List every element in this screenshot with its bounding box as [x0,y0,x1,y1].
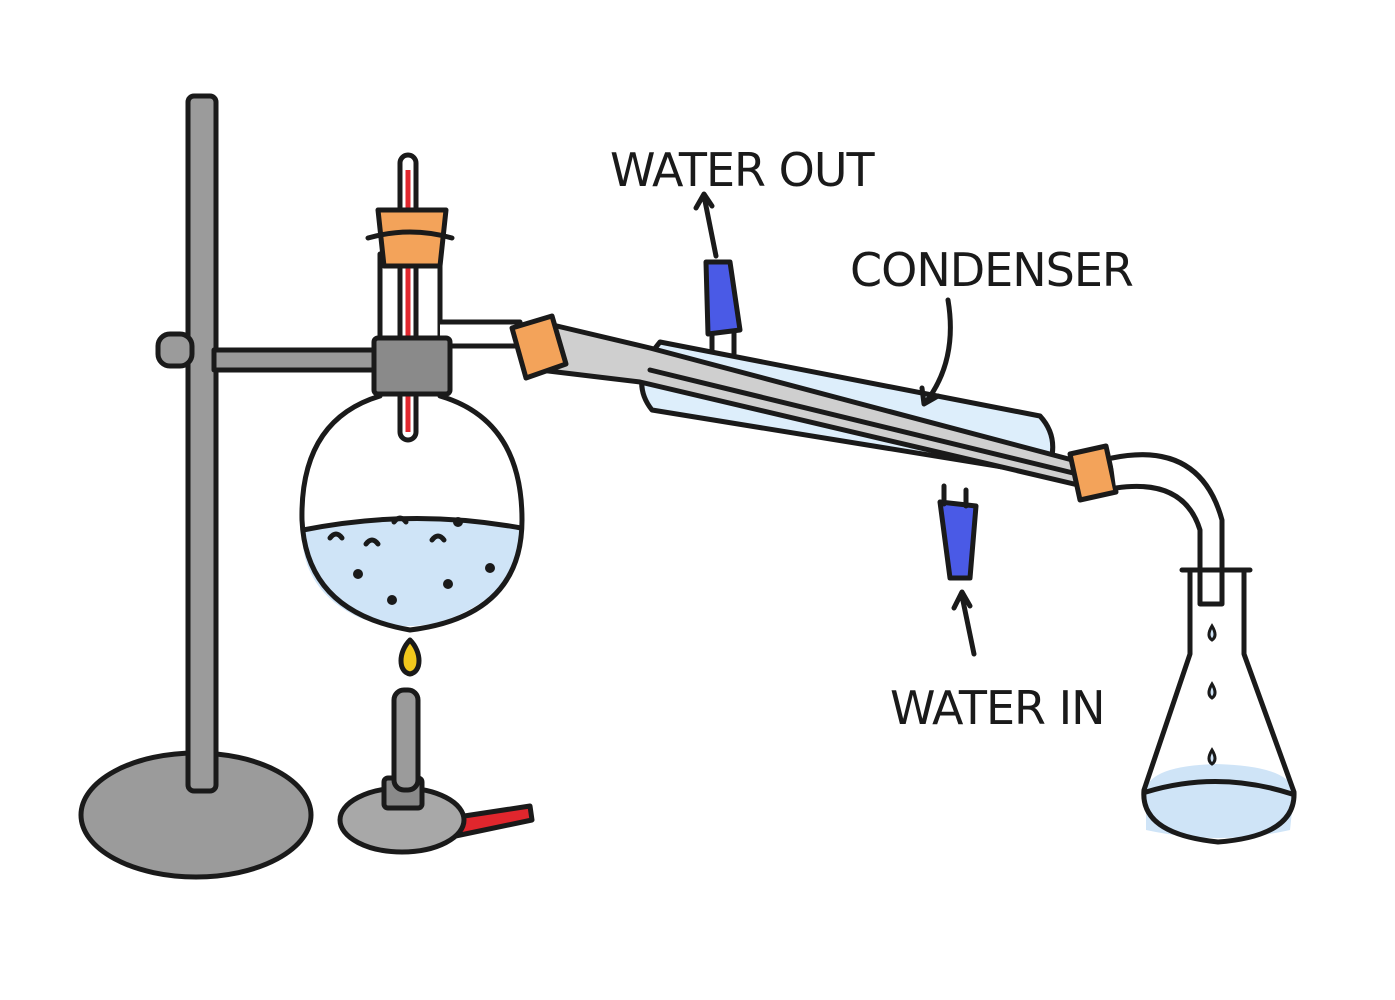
water-out-hose [703,259,743,337]
clamp-arm [211,347,387,373]
boss-head [155,331,195,369]
flame-icon [398,637,422,677]
inner-tube [537,319,1113,495]
neck-clamp [371,335,453,397]
flask-body [299,251,525,633]
liquid-surface [300,515,524,533]
label-water-in: WATER IN [890,681,1105,735]
retort-stand [78,93,387,880]
inlet-connector [509,313,569,381]
delivery-tube [1109,452,1225,607]
flask-stopper [375,207,449,269]
stand-rod [185,93,219,794]
flask-liquid [301,519,522,627]
water-in-arrow [951,589,977,657]
label-water-out: WATER OUT [610,143,875,197]
water-in-hose [937,499,979,581]
outlet-connector [1067,443,1119,503]
conical-flask [1141,567,1297,845]
round-bottom-flask [299,152,525,633]
liebig-condenser [509,259,1119,581]
condenser-arrow [919,297,953,407]
boiling-bubbles [327,515,495,605]
collection-setup [1109,452,1297,845]
burner-tube [391,687,421,793]
bunsen-burner [337,637,535,855]
annotation-arrows [693,191,977,657]
label-condenser: CONDENSER [850,243,1133,297]
droplet-icons [1207,623,1217,766]
water-out-arrow [693,191,719,259]
